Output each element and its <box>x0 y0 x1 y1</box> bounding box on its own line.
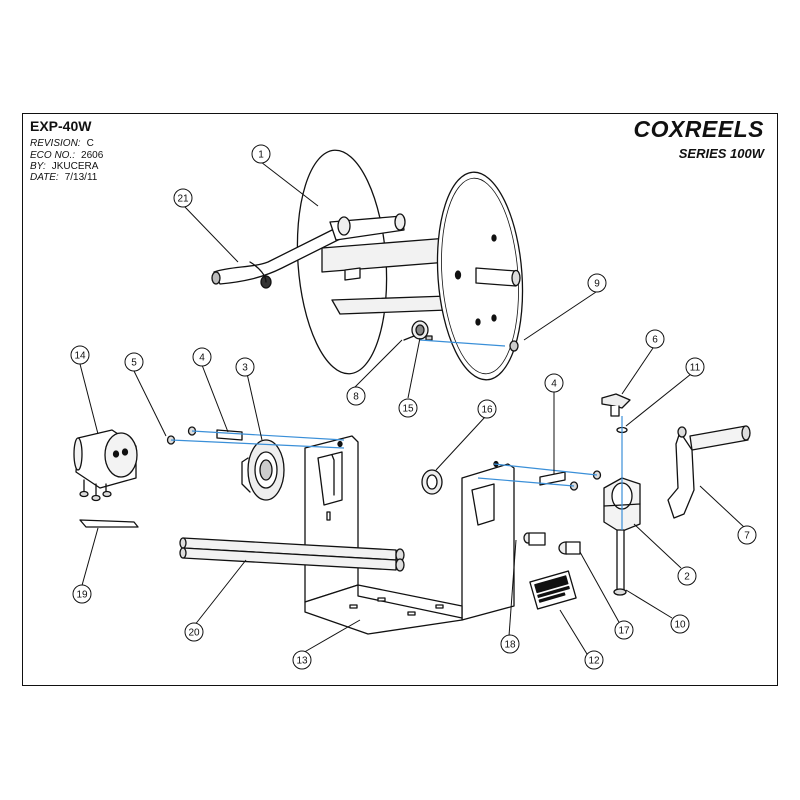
svg-text:19: 19 <box>76 590 88 601</box>
reel-axle <box>475 267 517 287</box>
svg-text:3: 3 <box>242 363 248 374</box>
callout-15: 15 <box>398 398 418 418</box>
nut <box>509 340 519 352</box>
callout-14: 14 <box>70 345 90 365</box>
svg-text:21: 21 <box>177 194 189 205</box>
callout-4-right: 4 <box>544 373 564 393</box>
svg-text:4: 4 <box>551 379 557 390</box>
bearing-housing <box>241 439 285 501</box>
explode-lines <box>170 339 623 530</box>
callout-5: 5 <box>124 352 144 372</box>
callout-1: 1 <box>251 144 271 164</box>
nameplate <box>529 570 577 610</box>
svg-text:8: 8 <box>353 392 359 403</box>
callout-19: 19 <box>72 584 92 604</box>
svg-text:9: 9 <box>594 279 600 290</box>
bushing <box>421 469 443 495</box>
inlet-tube <box>213 229 347 285</box>
callout-17: 17 <box>614 620 634 640</box>
callout-12: 12 <box>584 650 604 670</box>
model-number: EXP-40W <box>30 118 92 134</box>
bearing-plate-right <box>539 471 566 486</box>
bearing-plate-left <box>216 429 243 441</box>
callout-13: 13 <box>292 650 312 670</box>
series-label: SERIES 100W <box>678 146 764 161</box>
callout-11: 11 <box>685 357 705 377</box>
brand-logo: COXREELS <box>633 116 764 142</box>
svg-text:1: 1 <box>258 150 264 161</box>
svg-text:6: 6 <box>652 335 658 346</box>
straight-fitting <box>523 532 546 546</box>
callout-20: 20 <box>184 622 204 642</box>
svg-text:16: 16 <box>481 405 493 416</box>
callout-18: 18 <box>500 634 520 654</box>
pin <box>613 529 627 596</box>
bolt <box>403 335 415 341</box>
svg-text:4: 4 <box>199 353 205 364</box>
revision-line: REVISION:C <box>30 138 94 149</box>
callout-2: 2 <box>677 566 697 586</box>
leader-lines <box>79 161 746 655</box>
svg-text:20: 20 <box>188 628 200 639</box>
callout-10: 10 <box>670 614 690 634</box>
crank-handle <box>667 425 751 519</box>
callouts: 1 21 9 6 11 14 5 4 3 8 15 4 16 7 2 10 17… <box>70 144 757 670</box>
drawing-border <box>22 113 778 686</box>
callout-4-left: 4 <box>192 347 212 367</box>
svg-text:18: 18 <box>504 640 516 651</box>
elbow-fitting <box>558 541 581 555</box>
svg-text:7: 7 <box>744 531 750 542</box>
callout-21: 21 <box>173 188 193 208</box>
callout-6: 6 <box>645 329 665 349</box>
svg-text:5: 5 <box>131 358 137 369</box>
by-line: BY:JKUCERA <box>30 161 99 172</box>
svg-text:2: 2 <box>684 572 690 583</box>
svg-text:12: 12 <box>588 656 600 667</box>
svg-text:10: 10 <box>674 620 686 631</box>
callout-9: 9 <box>587 273 607 293</box>
reel-assembly <box>211 149 524 381</box>
svg-text:17: 17 <box>618 626 630 637</box>
svg-text:11: 11 <box>690 363 701 374</box>
key-plate <box>79 519 139 528</box>
eco-line: ECO NO.:2606 <box>30 150 104 161</box>
svg-text:13: 13 <box>296 656 308 667</box>
date-line: DATE:7/13/11 <box>30 172 98 183</box>
inlet-fitting-a <box>211 271 221 285</box>
callout-16: 16 <box>477 399 497 419</box>
svg-text:15: 15 <box>402 404 414 415</box>
motor-unit <box>73 429 138 502</box>
reel-frame <box>304 435 515 635</box>
callout-3: 3 <box>235 357 255 377</box>
support-rods <box>179 537 405 572</box>
callout-7: 7 <box>737 525 757 545</box>
lock-knob <box>601 393 631 417</box>
reel-slot <box>344 267 361 281</box>
svg-text:14: 14 <box>74 351 86 362</box>
callout-8: 8 <box>346 386 366 406</box>
